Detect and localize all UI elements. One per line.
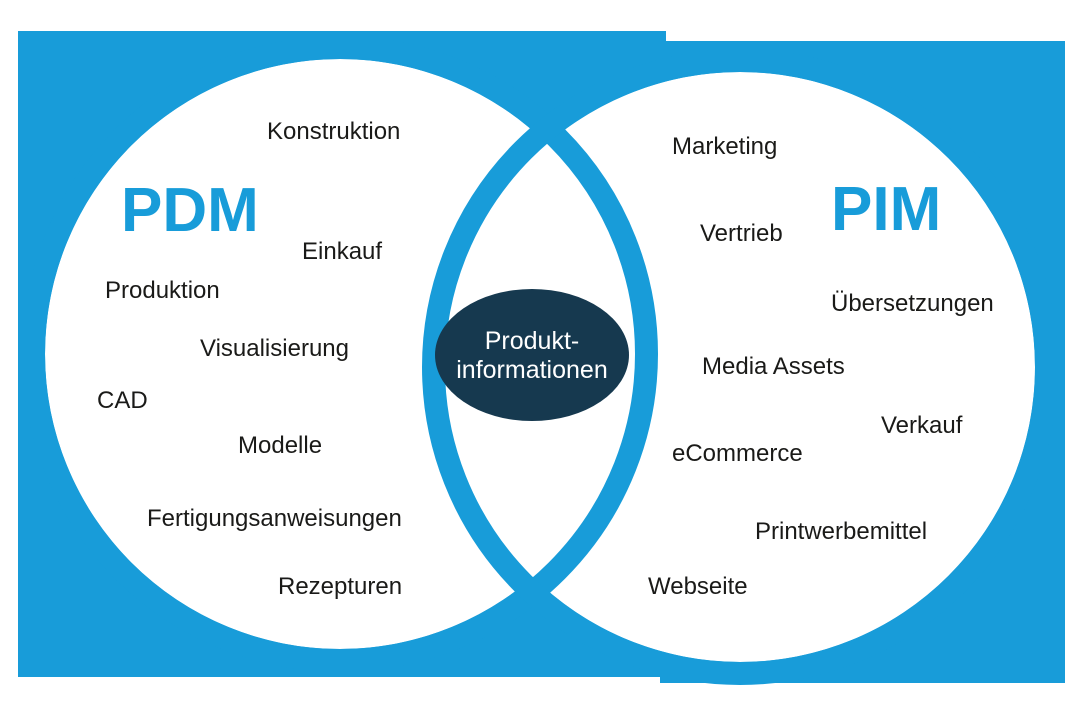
pim-title: PIM [831,175,942,244]
pim-item-vertrieb: Vertrieb [700,220,783,247]
intersection-label-line1: Produkt- [484,327,580,355]
pim-item-ecommerce: eCommerce [672,440,803,467]
pim-item-media-assets: Media Assets [702,353,845,380]
pim-item-webseite: Webseite [648,573,748,600]
pim-circle-outline [422,49,1058,685]
pdm-item-produktion: Produktion [105,277,220,304]
pdm-item-modelle: Modelle [238,432,323,459]
pdm-item-konstruktion: Konstruktion [267,118,401,145]
pdm-circle-outline [22,36,658,672]
intersection-ellipse [435,289,629,421]
pim-item-uebersetzungen: Übersetzungen [831,290,994,317]
pdm-item-fertigungsanweisungen: Fertigungsanweisungen [147,505,402,532]
pdm-item-visualisierung: Visualisierung [200,335,349,362]
pdm-item-einkauf: Einkauf [302,238,383,265]
intersection-label: Produkt- informationen [412,327,652,385]
pim-item-verkauf: Verkauf [881,412,963,439]
pim-item-printwerbemittel: Printwerbemittel [755,518,928,545]
pim-item-marketing: Marketing [672,133,778,160]
intersection-label-line2: informationen [456,356,608,384]
pdm-item-cad: CAD [97,387,148,414]
pdm-title: PDM [121,176,259,245]
pdm-item-rezepturen: Rezepturen [278,573,403,600]
